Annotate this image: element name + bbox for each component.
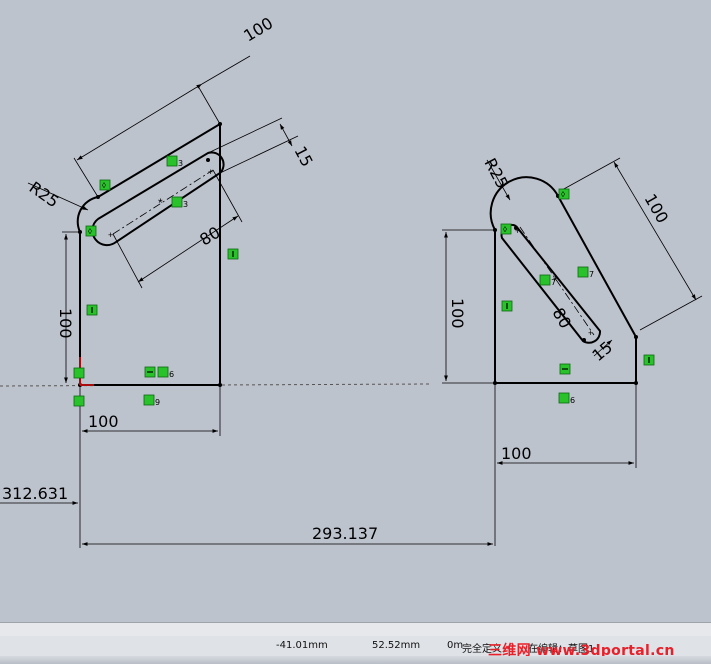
- dim-left-radius[interactable]: R25: [26, 178, 63, 212]
- relation-vertical-icon[interactable]: [643, 354, 655, 366]
- svg-text:+: +: [208, 167, 213, 177]
- right-part[interactable]: + + * R25 100: [442, 155, 703, 546]
- sketch-canvas[interactable]: + + * 100 15: [0, 0, 711, 622]
- svg-text:6: 6: [169, 370, 174, 379]
- relation-vertical-icon[interactable]: [86, 304, 98, 316]
- status-y-coordinate: 52.52mm: [372, 640, 421, 651]
- dim-left-top-length[interactable]: 100: [240, 13, 276, 45]
- relation-vertical-icon[interactable]: [227, 248, 239, 260]
- svg-text:◊: ◊: [503, 225, 507, 234]
- window-bottom-border: [0, 656, 711, 664]
- svg-text:3: 3: [183, 200, 188, 209]
- dim-right-side-length[interactable]: 100: [641, 191, 673, 227]
- dim-right-height[interactable]: 100: [448, 298, 467, 329]
- relation-horizontal-icon[interactable]: [144, 366, 156, 378]
- dim-right-width[interactable]: 100: [501, 444, 532, 463]
- status-bar: -41.01mm 52.52mm 0m 完全定义 在编辑：草图1: [0, 636, 711, 656]
- svg-text:+: +: [515, 226, 520, 236]
- relation-coincident-icon[interactable]: 9: [143, 394, 160, 407]
- dim-left-slot-width[interactable]: 15: [290, 143, 316, 170]
- status-z-coordinate: 0m: [447, 640, 464, 651]
- svg-text:7: 7: [551, 278, 556, 287]
- dim-right-radius[interactable]: R25: [480, 155, 512, 192]
- relation-parallel-icon[interactable]: 7: [577, 266, 594, 279]
- svg-text:◊: ◊: [88, 227, 92, 236]
- relation-horizontal-icon[interactable]: [559, 363, 571, 375]
- relation-fix-icon[interactable]: [73, 367, 85, 379]
- svg-text:7: 7: [589, 270, 594, 279]
- svg-text:6: 6: [570, 396, 575, 405]
- status-sketch-state: 完全定义: [462, 644, 502, 655]
- relation-tangent-icon[interactable]: ◊: [85, 225, 97, 237]
- relation-vertical-icon[interactable]: [501, 300, 513, 312]
- watermark: 三维网 www.3dportal.cn: [488, 643, 675, 659]
- right-part-profile[interactable]: [489, 176, 637, 384]
- relation-coincident-icon[interactable]: 6: [157, 366, 174, 379]
- relation-parallel-icon[interactable]: 3: [166, 155, 183, 168]
- left-part[interactable]: + + * 100 15: [26, 13, 317, 548]
- dim-left-offset[interactable]: 312.631: [2, 484, 68, 503]
- status-x-coordinate: -41.01mm: [276, 640, 328, 651]
- dim-between-parts[interactable]: 293.137: [312, 524, 378, 543]
- relation-tangent-icon[interactable]: ◊: [558, 188, 570, 200]
- relation-parallel-icon[interactable]: 7: [539, 274, 556, 287]
- svg-text:+: +: [108, 230, 113, 240]
- dim-left-width[interactable]: 100: [88, 412, 119, 431]
- svg-text:3: 3: [178, 159, 183, 168]
- right-slot-centerline: [519, 226, 595, 336]
- offset-dimensions[interactable]: 312.631 293.137: [0, 484, 493, 546]
- relation-tangent-icon[interactable]: ◊: [500, 223, 512, 235]
- svg-text:9: 9: [155, 398, 160, 407]
- relation-parallel-icon[interactable]: 3: [171, 196, 188, 209]
- left-slot-centerline: [112, 169, 214, 235]
- status-edit-mode: 在编辑：草图1: [528, 644, 595, 655]
- dim-left-height[interactable]: 100: [56, 308, 75, 339]
- relation-tangent-icon[interactable]: ◊: [99, 179, 111, 191]
- relation-coincident-icon[interactable]: [73, 395, 85, 407]
- svg-text:*: *: [158, 196, 163, 210]
- svg-text:◊: ◊: [102, 181, 106, 190]
- left-part-profile[interactable]: [76, 122, 221, 386]
- svg-text:*: *: [553, 274, 558, 288]
- relation-coincident-icon[interactable]: 6: [558, 392, 575, 405]
- svg-text:+: +: [588, 328, 593, 338]
- svg-text:◊: ◊: [561, 190, 565, 199]
